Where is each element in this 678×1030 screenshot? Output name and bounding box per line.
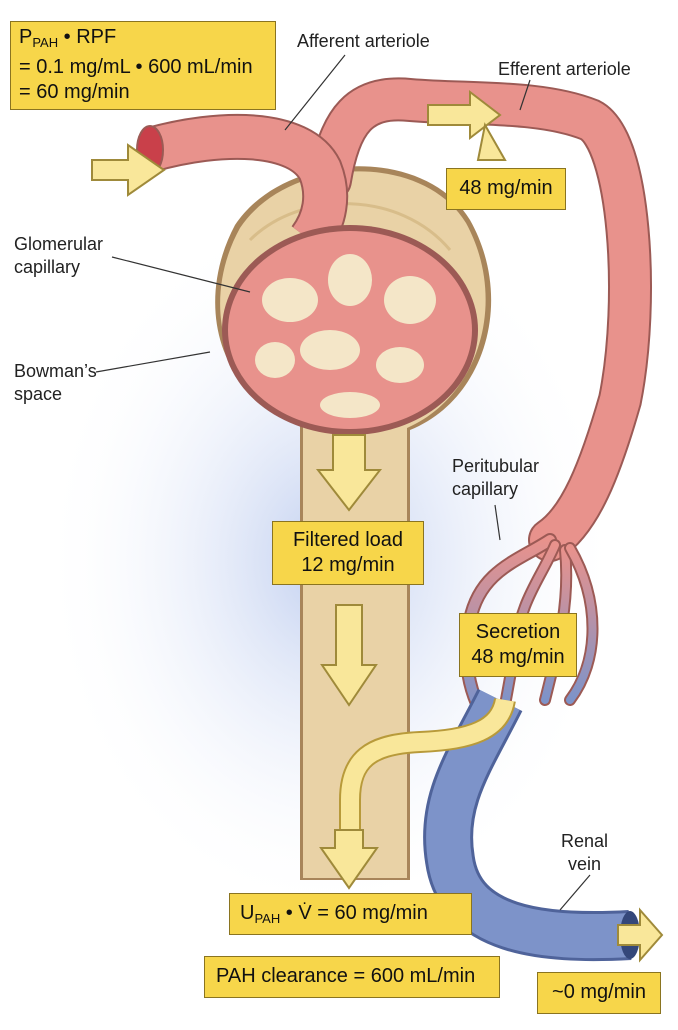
formula-line-1: PPAH • RPF [19, 25, 267, 55]
peritubular-label-line-1: Peritubular [452, 456, 540, 476]
urinary-excretion-box: UPAH • V = 60 mg/min [229, 881, 472, 935]
peritubular-leader [494, 504, 501, 541]
filtered-load-label: Filtered load [292, 529, 404, 551]
glomerular-label-line-2: capillary [14, 257, 81, 277]
renal-label-line-1: Renal [561, 831, 609, 851]
secretion-value: 48 mg/min [471, 646, 565, 668]
bowmans-label-line-1: Bowman’s [14, 361, 97, 381]
glomerular-capillary-label: Glomerular capillary [14, 233, 103, 279]
efferent-box-pointer [476, 122, 507, 161]
glomerular-label-line-1: Glomerular [14, 234, 104, 254]
urine-value: = 60 mg/min [311, 902, 428, 924]
secretion-box: Secretion 48 mg/min [459, 613, 577, 677]
peritubular-capillary-label: Peritubular capillary [452, 455, 539, 501]
urine-u: U [240, 902, 255, 924]
peritubular-label-line-2: capillary [452, 479, 519, 499]
vein-outflow-arrow [617, 907, 664, 963]
efferent-load-box: 48 mg/min [446, 168, 566, 210]
flow-arrows [91, 89, 664, 963]
urine-u-sub: PAH [254, 911, 281, 926]
inflow-arrow [91, 143, 166, 197]
tubule-arrow-2 [319, 829, 379, 890]
filtered-load-value: 12 mg/min [301, 554, 395, 576]
vein-load-box: ~0 mg/min [537, 972, 661, 1014]
renal-vein-leader [559, 874, 591, 911]
bowmans-space-outline [248, 202, 452, 251]
formula-line-3: = 60 mg/min [19, 81, 130, 103]
renal-vein-label: Renal vein [561, 830, 608, 876]
formula-line-2: = 0.1 mg/mL • 600 mL/min [19, 56, 253, 78]
bowmans-label-line-2: space [14, 384, 63, 404]
tubule-arrow-1 [320, 604, 378, 707]
bowmans-leader [95, 351, 211, 373]
urine-v-dot: V [298, 881, 311, 932]
bowmans-space-label: Bowman’s space [14, 360, 97, 406]
renal-label-line-2: vein [568, 854, 602, 874]
filtered-load-box: Filtered load 12 mg/min [272, 521, 424, 585]
efferent-arteriole-vessel [308, 77, 652, 562]
formula-rpf: • RPF [58, 26, 117, 48]
filtration-arrow [315, 434, 383, 512]
glomerular-leader [111, 256, 251, 293]
efferent-leader [519, 79, 531, 111]
formula-p-sub: PAH [32, 35, 59, 50]
afferent-arteriole-label: Afferent arteriole [297, 31, 430, 51]
secretion-label: Secretion [475, 621, 561, 643]
formula-p: P [19, 26, 33, 48]
afferent-leader [284, 54, 346, 131]
glomerular-capillary-tuft [222, 225, 478, 435]
urine-dot: • [280, 902, 299, 924]
pah-clearance-box: PAH clearance = 600 mL/min [204, 956, 500, 998]
rpf-formula-box: PPAH • RPF = 0.1 mg/mL • 600 mL/min = 60… [10, 21, 276, 110]
leader-lines [95, 54, 591, 911]
efferent-arteriole-label: Efferent arteriole [498, 59, 631, 79]
